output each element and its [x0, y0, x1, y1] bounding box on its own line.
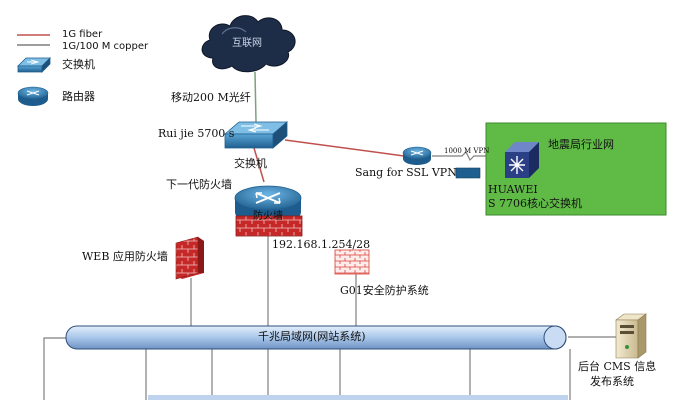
vpn-remote-link [432, 150, 506, 162]
lan-bus-label: 千兆局域网(网站系统) [258, 330, 366, 343]
cms-label-line1: 后台 CMS 信息 [578, 360, 657, 373]
legend [17, 34, 51, 106]
vpn-device-icon [455, 167, 481, 179]
core-switch-type: 交换机 [234, 157, 267, 170]
cms-label-line2: 发布系统 [590, 375, 634, 388]
legend-router-label: 路由器 [62, 90, 95, 103]
firewall-title: 下一代防火墙 [166, 178, 232, 191]
legend-router-icon [17, 86, 49, 106]
firewall-ip: 192.168.1.254/28 [272, 238, 371, 251]
legend-switch-icon [17, 57, 51, 73]
bottom-system-strip [148, 395, 568, 400]
connections [43, 71, 616, 400]
remote-network-title: 地震局行业网 [548, 138, 614, 151]
huawei-core-switch-icon [505, 142, 539, 178]
huawei-device-line1: HUAWEI [488, 183, 538, 196]
left-bus-drop [43, 337, 66, 400]
cms-server-icon [615, 313, 647, 359]
internet-label: 互联网 [232, 38, 262, 49]
switch-firewall-link [253, 147, 265, 183]
vpn-router-icon [402, 146, 432, 165]
vpn-name: Sang for SSL VPN [355, 166, 457, 179]
g01-label: G01安全防护系统 [340, 284, 429, 297]
lan-bus [65, 325, 567, 350]
huawei-device-line2: S 7706核心交换机 [488, 197, 583, 210]
core-switch-icon [223, 121, 289, 149]
uplink-fiber [254, 71, 257, 123]
waf-icon [175, 236, 204, 280]
waf-label: WEB 应用防火墙 [82, 250, 168, 263]
internet-cloud-icon [201, 15, 296, 73]
switch-vpn-link [284, 139, 405, 157]
firewall-wall-icon [235, 215, 303, 237]
uplink-label: 移动200 M光纤 [171, 91, 251, 104]
legend-copper-label: 1G/100 M copper [62, 41, 149, 52]
g01-icon [334, 249, 370, 275]
firewall-label: 防火墙 [253, 211, 283, 222]
core-switch-name: Rui jie 5700 s [158, 127, 235, 140]
legend-fiber-label: 1G fiber [62, 29, 103, 40]
vpn-link-label: 1000 M VPN [444, 147, 490, 155]
legend-switch-label: 交换机 [62, 58, 95, 71]
